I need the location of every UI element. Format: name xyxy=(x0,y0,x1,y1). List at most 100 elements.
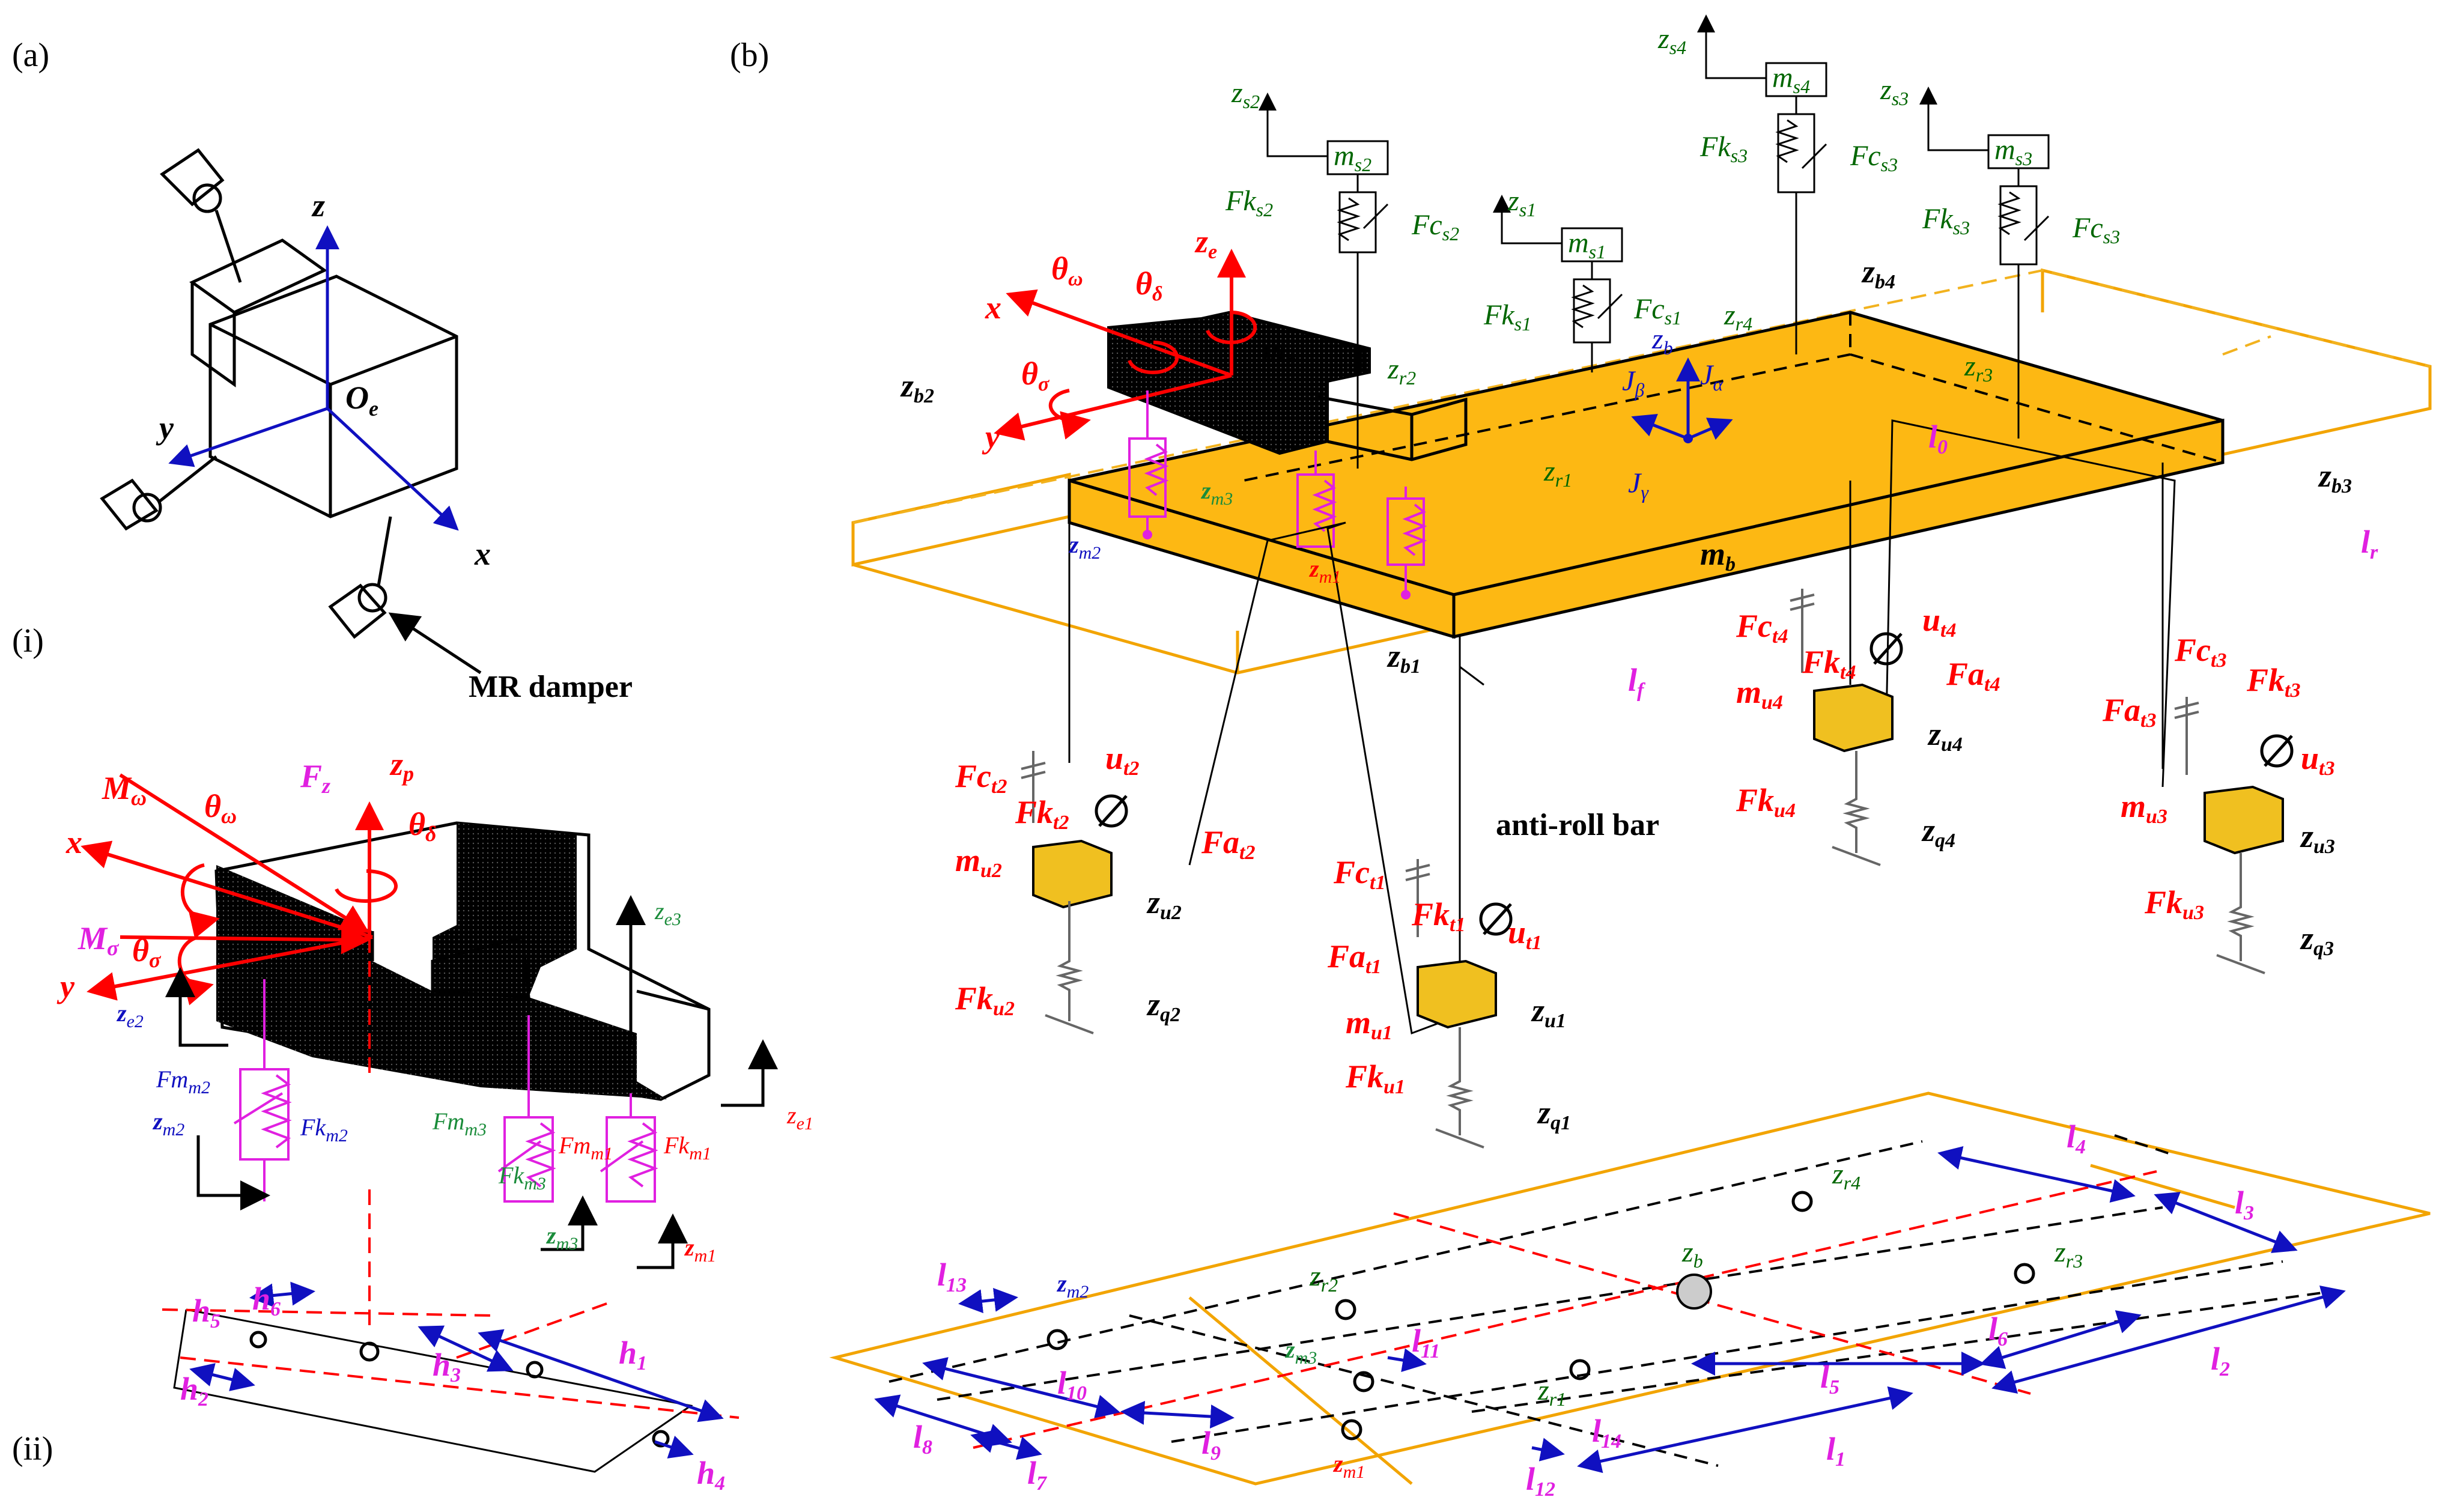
suspension-struts xyxy=(1068,419,2176,1035)
seat-suspensions xyxy=(1259,14,2050,469)
label-y-b: y xyxy=(982,419,1000,455)
label-mb: mb xyxy=(1700,536,1736,575)
label-Fk-u4: Fku4 xyxy=(1736,782,1796,822)
label-Fc-t2: Fct2 xyxy=(955,758,1007,798)
label-zs4: zs4 xyxy=(1657,23,1686,58)
label-theta-delta-b: θδ xyxy=(1135,266,1162,305)
label-l4: l4 xyxy=(2067,1119,2086,1158)
label-theta-sigma-ii: θσ xyxy=(132,932,162,972)
label-lf: lf xyxy=(1628,662,1646,702)
label-l8: l8 xyxy=(913,1419,932,1459)
label-l9: l9 xyxy=(1201,1425,1221,1465)
label-Fc-t3: Fct3 xyxy=(2174,632,2226,672)
engine-mounts-b xyxy=(1128,390,1427,600)
label-ms2: ms2 xyxy=(1334,140,1371,175)
label-Fc-t4: Fct4 xyxy=(1736,608,1788,648)
label-ze3: ze3 xyxy=(654,897,681,929)
label-Fk-u3: Fku3 xyxy=(2144,884,2204,924)
label-Fks2: Fks2 xyxy=(1225,185,1273,220)
label-z-u1: zu1 xyxy=(1531,992,1566,1032)
label-zs2: zs2 xyxy=(1231,77,1260,112)
label-zb2: zb2 xyxy=(900,368,934,407)
label-z-q1: zq1 xyxy=(1537,1095,1571,1134)
label-Fk-t2: Fkt2 xyxy=(1015,794,1069,834)
label-z-u3: zu3 xyxy=(2300,818,2335,858)
label-zm1-plan: zm1 xyxy=(1332,1450,1365,1482)
panel-label-ii: (ii) xyxy=(12,1430,53,1468)
label-zm1-b: zm1 xyxy=(1308,555,1341,587)
label-Fcs3: Fcs3 xyxy=(2072,212,2120,247)
label-l1: l1 xyxy=(1826,1431,1845,1471)
label-Fa-t4: Fat4 xyxy=(1946,656,2000,696)
label-Fk-m1: Fkm1 xyxy=(663,1132,711,1164)
engine-model-sketch xyxy=(80,773,778,1473)
label-J-beta: Jβ xyxy=(1622,365,1644,401)
label-Fcs2: Fcs2 xyxy=(1411,209,1459,244)
label-zp: zp xyxy=(389,746,414,786)
label-theta-delta-ii: θδ xyxy=(409,806,436,846)
label-Fcs1: Fcs1 xyxy=(1633,293,1681,329)
label-zm3-ii: zm3 xyxy=(545,1222,578,1254)
label-zr3-b: zr3 xyxy=(1964,350,1993,386)
engine-block-b xyxy=(994,249,1468,461)
label-zm2-plan: zm2 xyxy=(1056,1270,1089,1302)
label-Fz: Fz xyxy=(300,758,330,798)
label-M-sigma: Mσ xyxy=(77,920,120,960)
label-J-gamma: Jγ xyxy=(1628,467,1649,503)
label-zb4: zb4 xyxy=(1861,254,1895,293)
label-zm2-b: zm2 xyxy=(1068,531,1101,563)
label-zb3: zb3 xyxy=(2318,458,2352,497)
label-Fa-t2: Fat2 xyxy=(1201,824,1255,864)
body-cg-frame xyxy=(1631,357,1733,443)
label-Fk-t3: Fkt3 xyxy=(2246,662,2300,702)
label-l5: l5 xyxy=(1820,1359,1839,1398)
label-l2: l2 xyxy=(2211,1341,2230,1380)
label-l7: l7 xyxy=(1027,1455,1048,1495)
plan-view xyxy=(829,1091,2431,1486)
axis-y-label: y xyxy=(156,410,174,446)
engine-mount-sketch xyxy=(100,148,482,675)
label-Fk-m2: Fkm2 xyxy=(300,1114,348,1146)
label-l3: l3 xyxy=(2235,1185,2254,1224)
label-l14: l14 xyxy=(1592,1413,1621,1453)
vehicle-body-outline xyxy=(851,268,2432,675)
label-h4: h4 xyxy=(697,1455,725,1495)
label-theta-omega-ii: θω xyxy=(204,788,237,828)
label-h2: h2 xyxy=(180,1371,208,1410)
label-Fks3: Fks3 xyxy=(1922,203,1970,238)
label-zm3-plan: zm3 xyxy=(1284,1336,1317,1368)
label-Fcs4: Fcs3 xyxy=(1850,140,1898,175)
label-l10: l10 xyxy=(1057,1365,1087,1404)
axis-z-label: z xyxy=(311,187,325,223)
panel-label-b: (b) xyxy=(730,37,769,74)
label-ms3: ms3 xyxy=(1994,134,2032,169)
label-h6: h6 xyxy=(252,1281,281,1320)
wheel-labels: Fct2 ut2 Fkt2 Fat2 mu2 zu2 Fku2 zq2 Fct1… xyxy=(955,602,2335,1134)
label-theta-omega-b: θω xyxy=(1051,250,1083,290)
label-h1: h1 xyxy=(619,1335,647,1374)
label-zs1: zs1 xyxy=(1507,185,1536,220)
label-Fa-t3: Fat3 xyxy=(2102,692,2156,732)
label-Fk-t1: Fkt1 xyxy=(1411,896,1465,936)
label-zs3: zs3 xyxy=(1880,74,1909,109)
panel-label-i: (i) xyxy=(12,622,44,660)
axis-x-label: x xyxy=(474,536,491,572)
label-ms1: ms1 xyxy=(1568,227,1606,263)
label-m-u4: mu4 xyxy=(1736,674,1783,714)
label-zm3-b: zm3 xyxy=(1200,477,1233,509)
label-Fk-t4: Fkt4 xyxy=(1802,644,1856,684)
label-x-b: x xyxy=(985,290,1001,326)
unsprung-masses xyxy=(1032,683,2284,1029)
label-zb-plan: zb xyxy=(1681,1236,1703,1272)
label-Fks1: Fks1 xyxy=(1483,299,1531,335)
label-z-u4: zu4 xyxy=(1927,716,1963,756)
label-zb: zb xyxy=(1651,323,1673,359)
label-u-t1: ut1 xyxy=(1508,914,1542,954)
label-z-q2: zq2 xyxy=(1146,986,1180,1026)
label-ze-b: ze xyxy=(1194,223,1217,263)
label-lr: lr xyxy=(2361,524,2378,563)
label-zr1-plan: zr1 xyxy=(1537,1374,1566,1410)
label-l13: l13 xyxy=(937,1257,967,1296)
label-h3: h3 xyxy=(433,1347,461,1386)
